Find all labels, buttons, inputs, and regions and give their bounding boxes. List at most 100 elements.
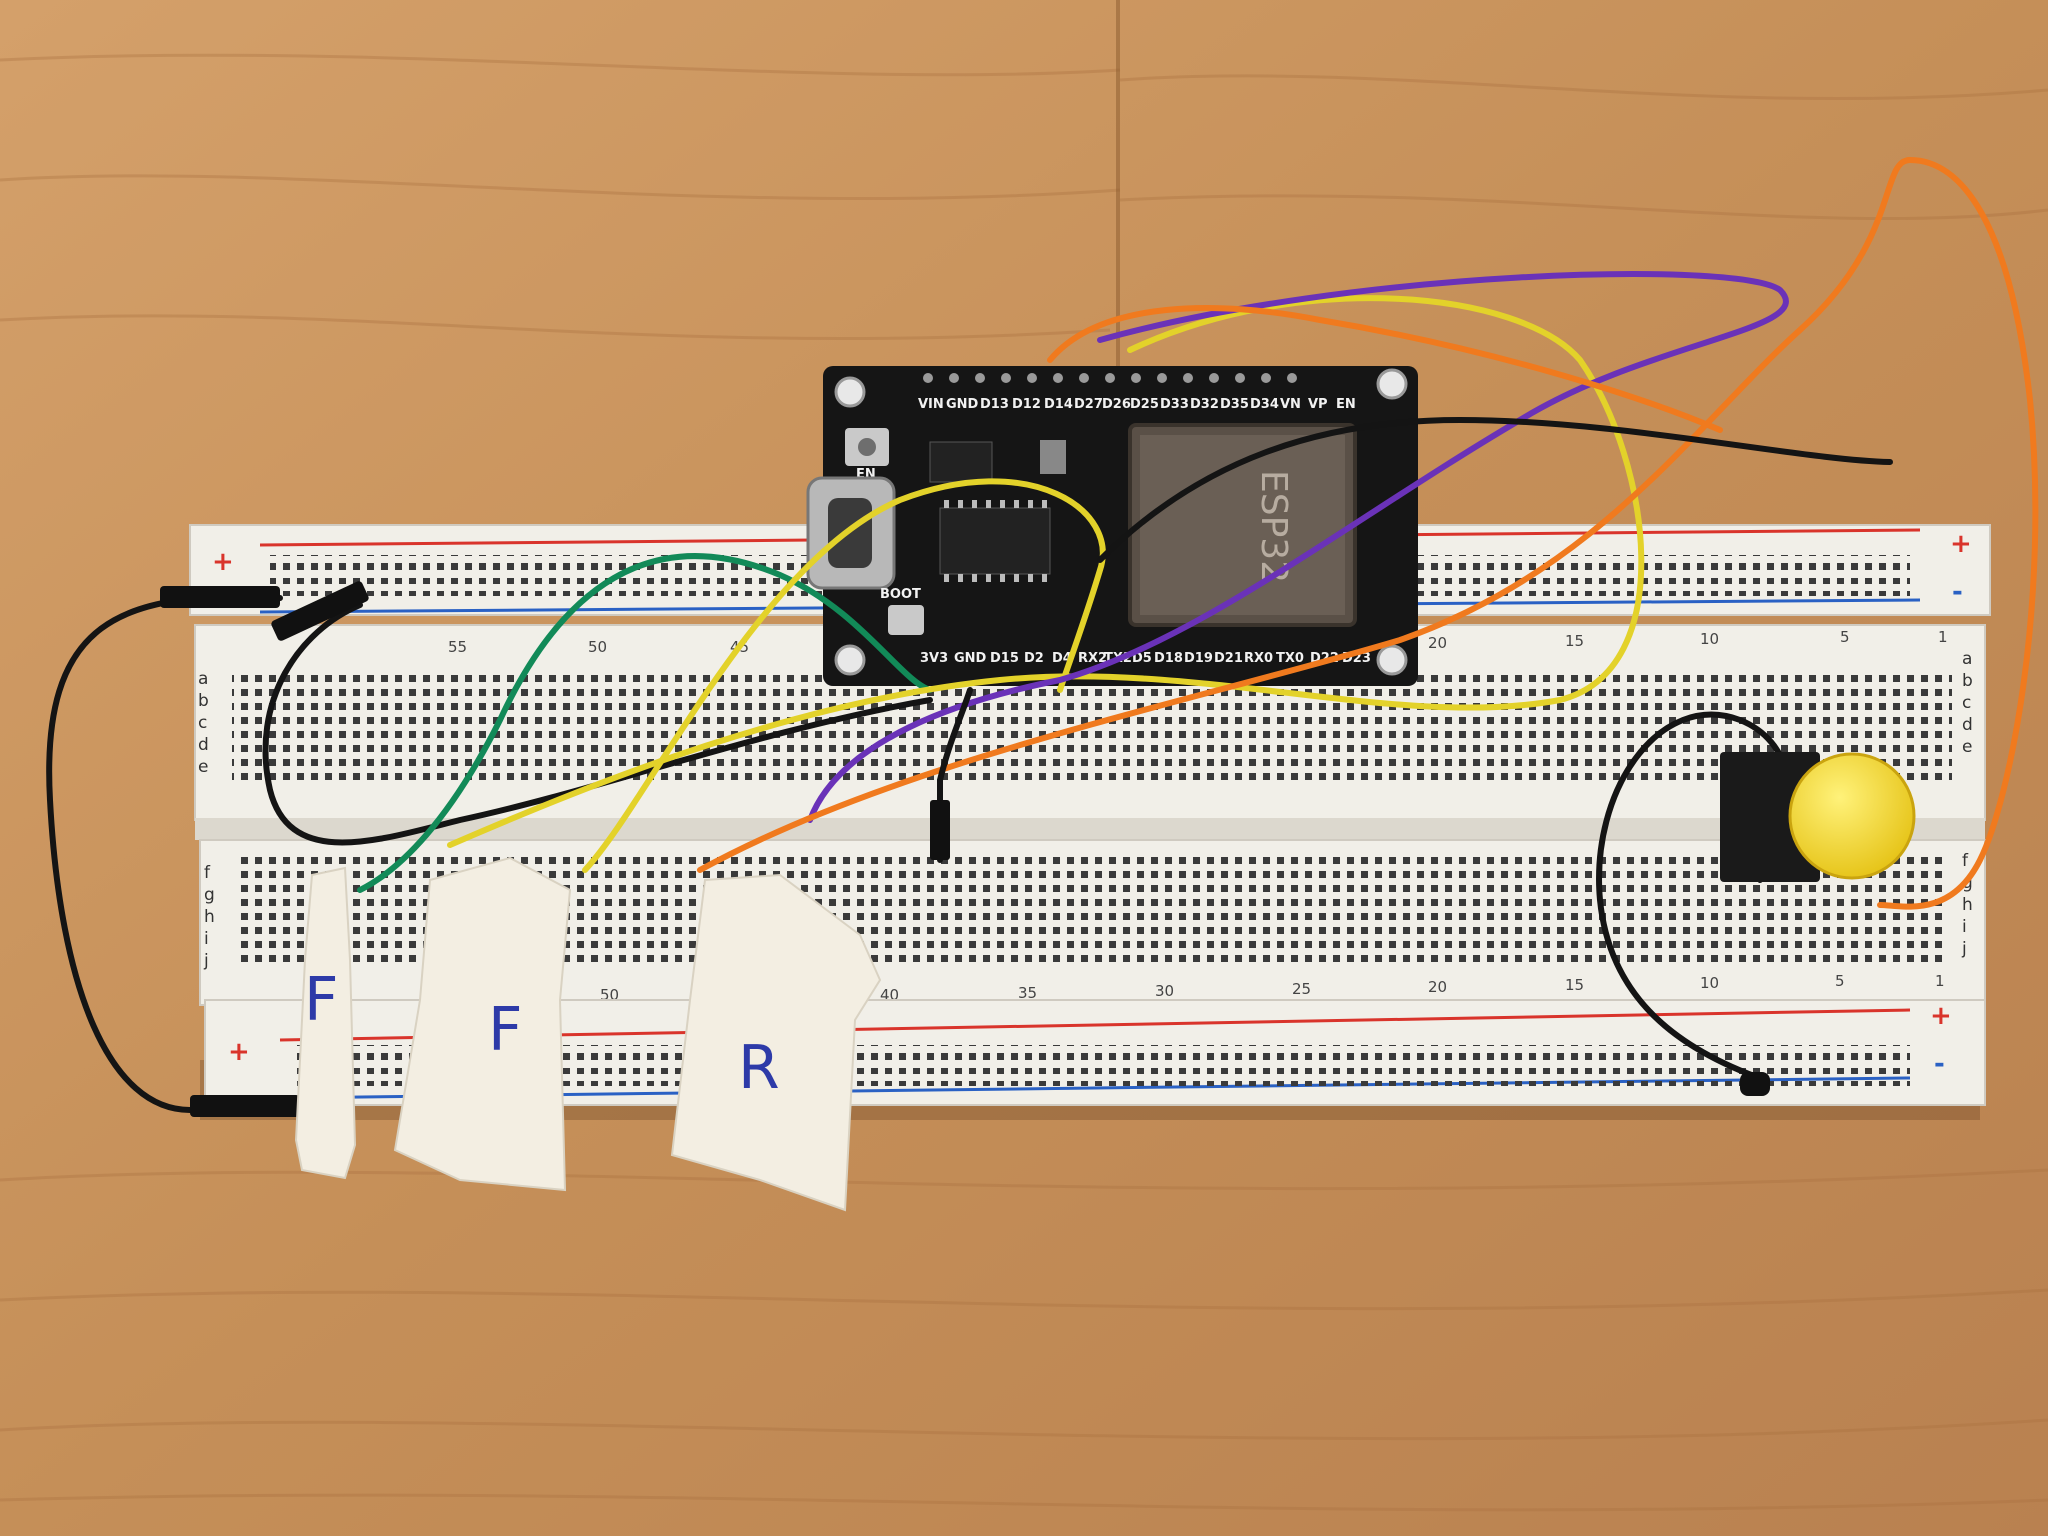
upper-rail-plus-right: + (1950, 529, 1972, 559)
black-wire-left-loop (46, 593, 293, 1114)
pin-label: D33 (1160, 397, 1189, 412)
pin-label: D18 (1154, 651, 1183, 666)
pin-label: D21 (1214, 651, 1243, 666)
black-wire-rail-to-row (262, 602, 933, 846)
chip-pins (944, 500, 1047, 582)
pin-label: D32 (1190, 397, 1219, 412)
center-channel (195, 818, 1985, 840)
col-num: 5 (1835, 972, 1845, 990)
col-num: 25 (1292, 980, 1311, 998)
bottom-pin-labels: 3V3 GND D15 D2 D4 RX2 TX2 D5 D18 D19 D21… (920, 651, 1371, 666)
row-letter: b (198, 691, 209, 711)
mount-hole (1376, 644, 1408, 676)
row-letter: c (198, 713, 207, 733)
pin-label: RX2 (1078, 651, 1107, 666)
top-pin-labels: VIN GND D13 D12 D14 D27 D26 D25 D33 D32 … (918, 397, 1356, 412)
pin-label: D14 (1044, 397, 1073, 412)
yellow-wire-long (447, 295, 1645, 848)
pushbutton[interactable] (1720, 752, 1916, 882)
col-num: 15 (1565, 976, 1584, 994)
wire-connector (1740, 1072, 1770, 1096)
row-letter: d (1962, 715, 1973, 735)
pin-label: TX0 (1276, 651, 1304, 666)
pin-label: RX0 (1244, 651, 1273, 666)
pin-label: D27 (1074, 397, 1103, 412)
mount-hole (834, 376, 866, 408)
pin-label: GND (946, 397, 979, 412)
wire-connector (930, 800, 950, 860)
black-wire-short (937, 687, 973, 863)
wire-connectors (160, 581, 1770, 1117)
top-pin-header (923, 373, 1297, 383)
col-num: 50 (588, 638, 607, 656)
col-num: 5 (1840, 628, 1850, 646)
row-letter: c (1962, 693, 1971, 713)
regulator-chip (929, 441, 993, 483)
col-num: 30 (1155, 982, 1174, 1000)
col-num: 55 (448, 638, 467, 656)
pushbutton-base (1720, 752, 1820, 882)
black-wire-top-right (1097, 416, 1893, 563)
orange-wire-long (697, 156, 2039, 910)
wire-connector (160, 586, 280, 608)
row-letter: j (1961, 939, 1967, 959)
pin-label: D5 (1132, 651, 1152, 666)
row-letter: e (1962, 737, 1972, 757)
row-letter: a (1962, 649, 1972, 669)
mount-hole (834, 644, 866, 676)
row-letter: j (203, 951, 209, 971)
row-letter: d (198, 735, 209, 755)
upper-row-letters-left: a b c d e (198, 669, 209, 777)
pin-label: GND (954, 651, 987, 666)
pin-label: D19 (1184, 651, 1213, 666)
row-letter: e (198, 757, 208, 777)
boot-button-label: BOOT (880, 587, 921, 602)
crystal (1040, 440, 1066, 474)
upper-terminal-holes (232, 672, 1952, 784)
col-num: 15 (1565, 632, 1584, 650)
purple-wire (807, 271, 1789, 823)
wood-grain (0, 53, 2048, 1512)
row-letter: h (1962, 895, 1973, 915)
lower-rail-minus-right: - (1934, 1049, 1945, 1079)
row-letter: f (204, 863, 211, 883)
pin-label: D13 (980, 397, 1009, 412)
col-num: 1 (1935, 972, 1945, 990)
lower-rail-plus-left: + (228, 1037, 250, 1067)
col-num: 35 (1018, 984, 1037, 1002)
col-num: 20 (1428, 978, 1447, 996)
green-wire (357, 553, 933, 893)
col-num: 10 (1700, 974, 1719, 992)
col-num: 1 (1938, 628, 1948, 646)
yellow-wire-short (582, 478, 1106, 873)
upper-row-letters-right: a b c d e (1962, 649, 1973, 757)
pin-label: VP (1308, 397, 1328, 412)
pin-label: VN (1280, 397, 1301, 412)
pin-label: D15 (990, 651, 1019, 666)
pin-label: D2 (1024, 651, 1044, 666)
jumper-wires (46, 156, 2039, 1114)
tape-label-2: F (393, 856, 572, 1192)
boot-button[interactable] (888, 605, 924, 635)
tape-label-3: R (670, 873, 882, 1212)
lower-row-letters-left: f g h i j (203, 863, 215, 971)
tape-label-3-letter: R (738, 1033, 780, 1103)
pin-label: D35 (1220, 397, 1249, 412)
tape-label-1-letter: F (304, 965, 339, 1035)
pin-label: VIN (918, 397, 944, 412)
row-letter: g (204, 885, 215, 905)
row-letter: i (1962, 917, 1967, 937)
row-letter: h (204, 907, 215, 927)
col-num: 10 (1700, 630, 1719, 648)
esp32-board: VIN GND D13 D12 D14 D27 D26 D25 D33 D32 … (806, 366, 1418, 686)
wire-connector (190, 1095, 300, 1117)
tape-labels: F F R (294, 856, 882, 1212)
orange-wire-top (1047, 305, 1723, 433)
pin-label: D25 (1130, 397, 1159, 412)
lower-rail-plus-right: + (1930, 1001, 1952, 1031)
wire-connector (271, 581, 369, 641)
pushbutton-cap[interactable] (1788, 752, 1916, 880)
en-button-knob (858, 438, 876, 456)
upper-rail-plus-left: + (212, 547, 234, 577)
tape-label-1: F (294, 866, 357, 1180)
